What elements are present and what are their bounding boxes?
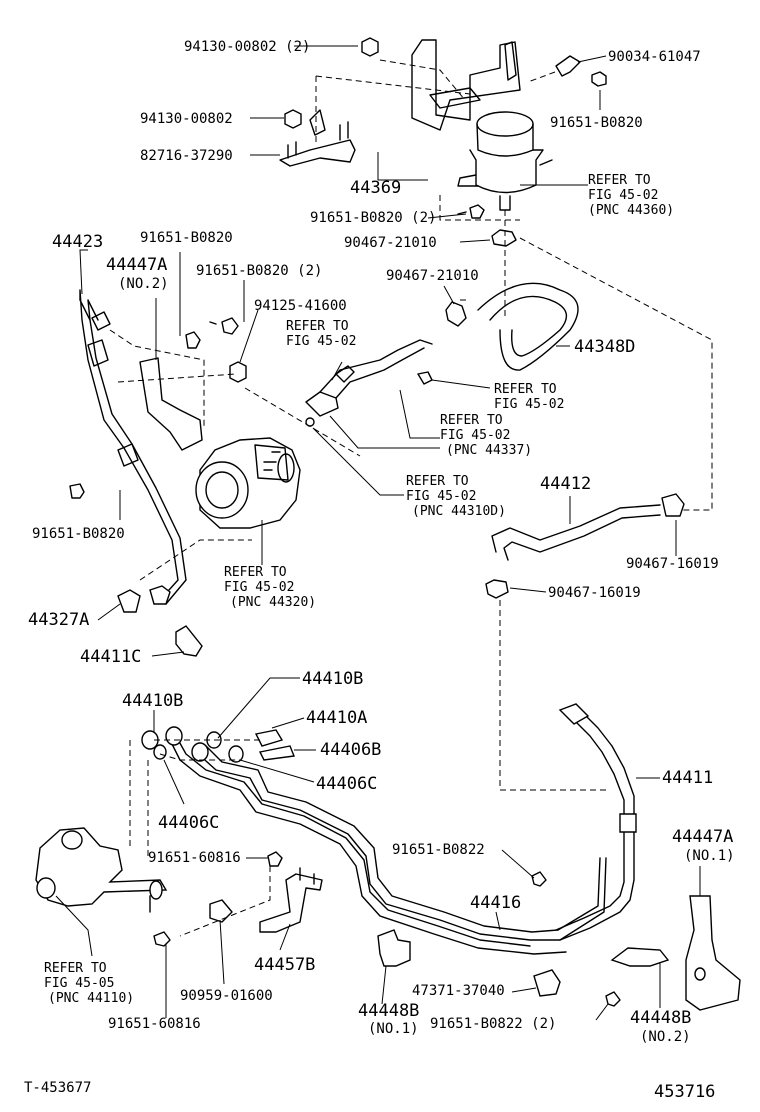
- label-90034-61047: 90034-61047: [608, 49, 701, 65]
- label-refer-44320-1: REFER TO: [224, 565, 287, 580]
- reservoir-bracket-44369: [411, 39, 521, 131]
- label-refer-44110-2: FIG 45-05: [44, 976, 114, 991]
- label-refer-b1: REFER TO: [494, 382, 557, 397]
- label-refer-44110-3: (PNC 44110): [48, 991, 134, 1006]
- bolt-91651-b0822: [531, 871, 621, 1007]
- figure-id: T-453677: [24, 1080, 91, 1096]
- label-44327a: 44327A: [28, 610, 89, 630]
- label-44447a-no2: 44447A: [106, 255, 167, 275]
- part-labels: 94130-00802 (2) 94130-00802 82716-37290 …: [24, 39, 735, 1102]
- label-refer-44337-2: FIG 45-02: [440, 428, 510, 443]
- label-90959-01600: 90959-01600: [180, 988, 273, 1004]
- label-44457b: 44457B: [254, 955, 315, 975]
- label-90467-16019-a: 90467-16019: [626, 556, 719, 572]
- label-44423: 44423: [52, 232, 103, 252]
- label-94130-00802: 94130-00802: [140, 111, 233, 127]
- label-91651-b0820-2-mid: 91651-B0820 (2): [196, 263, 322, 279]
- label-94130-00802-2: 94130-00802 (2): [184, 39, 310, 55]
- label-refer-fig: FIG 45-02: [588, 188, 658, 203]
- label-44348d: 44348D: [574, 337, 635, 357]
- figure-number: 453716: [654, 1082, 715, 1102]
- label-44406c-left: 44406C: [158, 813, 219, 833]
- label-44448b-no2-sub: (NO.2): [640, 1029, 691, 1045]
- label-91651-b0822-2: 91651-B0822 (2): [430, 1016, 556, 1032]
- bolts-91651-b0820-mid: [69, 317, 239, 499]
- label-refer-44337-1: REFER TO: [440, 413, 503, 428]
- label-82716-37290: 82716-37290: [140, 148, 233, 164]
- bracket-82716-37290: [279, 109, 356, 167]
- clamp-44448b-no1: [377, 929, 411, 967]
- label-44411: 44411: [662, 768, 713, 788]
- label-91651-b0820-2-top: 91651-B0820 (2): [310, 210, 436, 226]
- label-refer-44320-3: (PNC 44320): [230, 595, 316, 610]
- label-44406b: 44406B: [320, 740, 381, 760]
- reservoir-tank: [457, 111, 553, 211]
- label-47371-37040: 47371-37040: [412, 983, 505, 999]
- label-refer-44110-1: REFER TO: [44, 961, 107, 976]
- label-91651-60816-bot: 91651-60816: [108, 1016, 201, 1032]
- label-refer-44320-2: FIG 45-02: [224, 580, 294, 595]
- label-44411c: 44411C: [80, 647, 141, 667]
- hose-44412: [491, 504, 661, 561]
- clamp-90959-01600: [209, 899, 233, 923]
- label-91651-b0820-mid: 91651-B0820: [140, 230, 233, 246]
- label-refer-44310d-3: (PNC 44310D): [412, 504, 506, 519]
- label-90467-21010-a: 90467-21010: [344, 235, 437, 251]
- label-44410b-top: 44410B: [302, 669, 363, 689]
- label-44416: 44416: [470, 893, 521, 913]
- steering-gear: [35, 827, 168, 913]
- union-44327a: [117, 585, 171, 613]
- power-steering-pump: [195, 437, 301, 529]
- tube-44411: [555, 703, 637, 941]
- clamps-90467-16019: [485, 493, 685, 599]
- label-91651-b0820-top: 91651-B0820: [550, 115, 643, 131]
- label-91651-b0820-left: 91651-B0820: [32, 526, 125, 542]
- label-refer-44310d-2: FIG 45-02: [406, 489, 476, 504]
- reservoir-nuts: [284, 37, 379, 129]
- bracket-44447a-no1: [685, 895, 741, 1011]
- hose-44348d: [477, 282, 579, 371]
- clamp-90467-21010: [445, 229, 517, 327]
- label-refer-a1: REFER TO: [286, 319, 349, 334]
- label-refer-b2: FIG 45-02: [494, 397, 564, 412]
- clip-90034-61047: [555, 55, 607, 87]
- label-44412: 44412: [540, 474, 591, 494]
- label-refer-to: REFER TO: [588, 173, 651, 188]
- bolt-44411c: [175, 625, 203, 657]
- bolt-91651-b0820-reservoir: [457, 204, 485, 219]
- leader-lines: [55, 45, 701, 1021]
- label-44369: 44369: [350, 178, 401, 198]
- tube-44423: [79, 289, 187, 605]
- banjo-fittings: [141, 726, 295, 763]
- label-44447a-no2-sub: (NO.2): [118, 276, 169, 292]
- label-refer-44337-3: (PNC 44337): [446, 443, 532, 458]
- label-44406c-right: 44406C: [316, 774, 377, 794]
- label-44448b-no2: 44448B: [630, 1008, 691, 1028]
- bolt-91651-60816: [153, 851, 283, 947]
- label-44447a-no1-sub: (NO.1): [684, 848, 735, 864]
- clamp-47371-37040: [533, 969, 561, 997]
- bracket-44447a-no2: [139, 357, 203, 451]
- label-refer-44310d-1: REFER TO: [406, 474, 469, 489]
- bracket-44457b: [259, 867, 323, 933]
- label-44410a: 44410A: [306, 708, 367, 728]
- label-91651-b0822: 91651-B0822: [392, 842, 485, 858]
- label-44410b-left: 44410B: [122, 691, 183, 711]
- label-91651-60816-top: 91651-60816: [148, 850, 241, 866]
- label-90467-21010-b: 90467-21010: [386, 268, 479, 284]
- label-94125-41600: 94125-41600: [254, 298, 347, 314]
- label-44448b-no1: 44448B: [358, 1001, 419, 1021]
- pump-inlet-tube: [305, 339, 433, 427]
- label-44447a-no1: 44447A: [672, 827, 733, 847]
- clamp-44448b-no2: [610, 947, 670, 967]
- label-44448b-no1-sub: (NO.1): [368, 1021, 419, 1037]
- nut-94125-41600: [229, 361, 247, 383]
- tube-44416: [169, 735, 607, 955]
- label-refer-pnc-44360: (PNC 44360): [588, 203, 674, 218]
- label-refer-a2: FIG 45-02: [286, 334, 356, 349]
- label-90467-16019-b: 90467-16019: [548, 585, 641, 601]
